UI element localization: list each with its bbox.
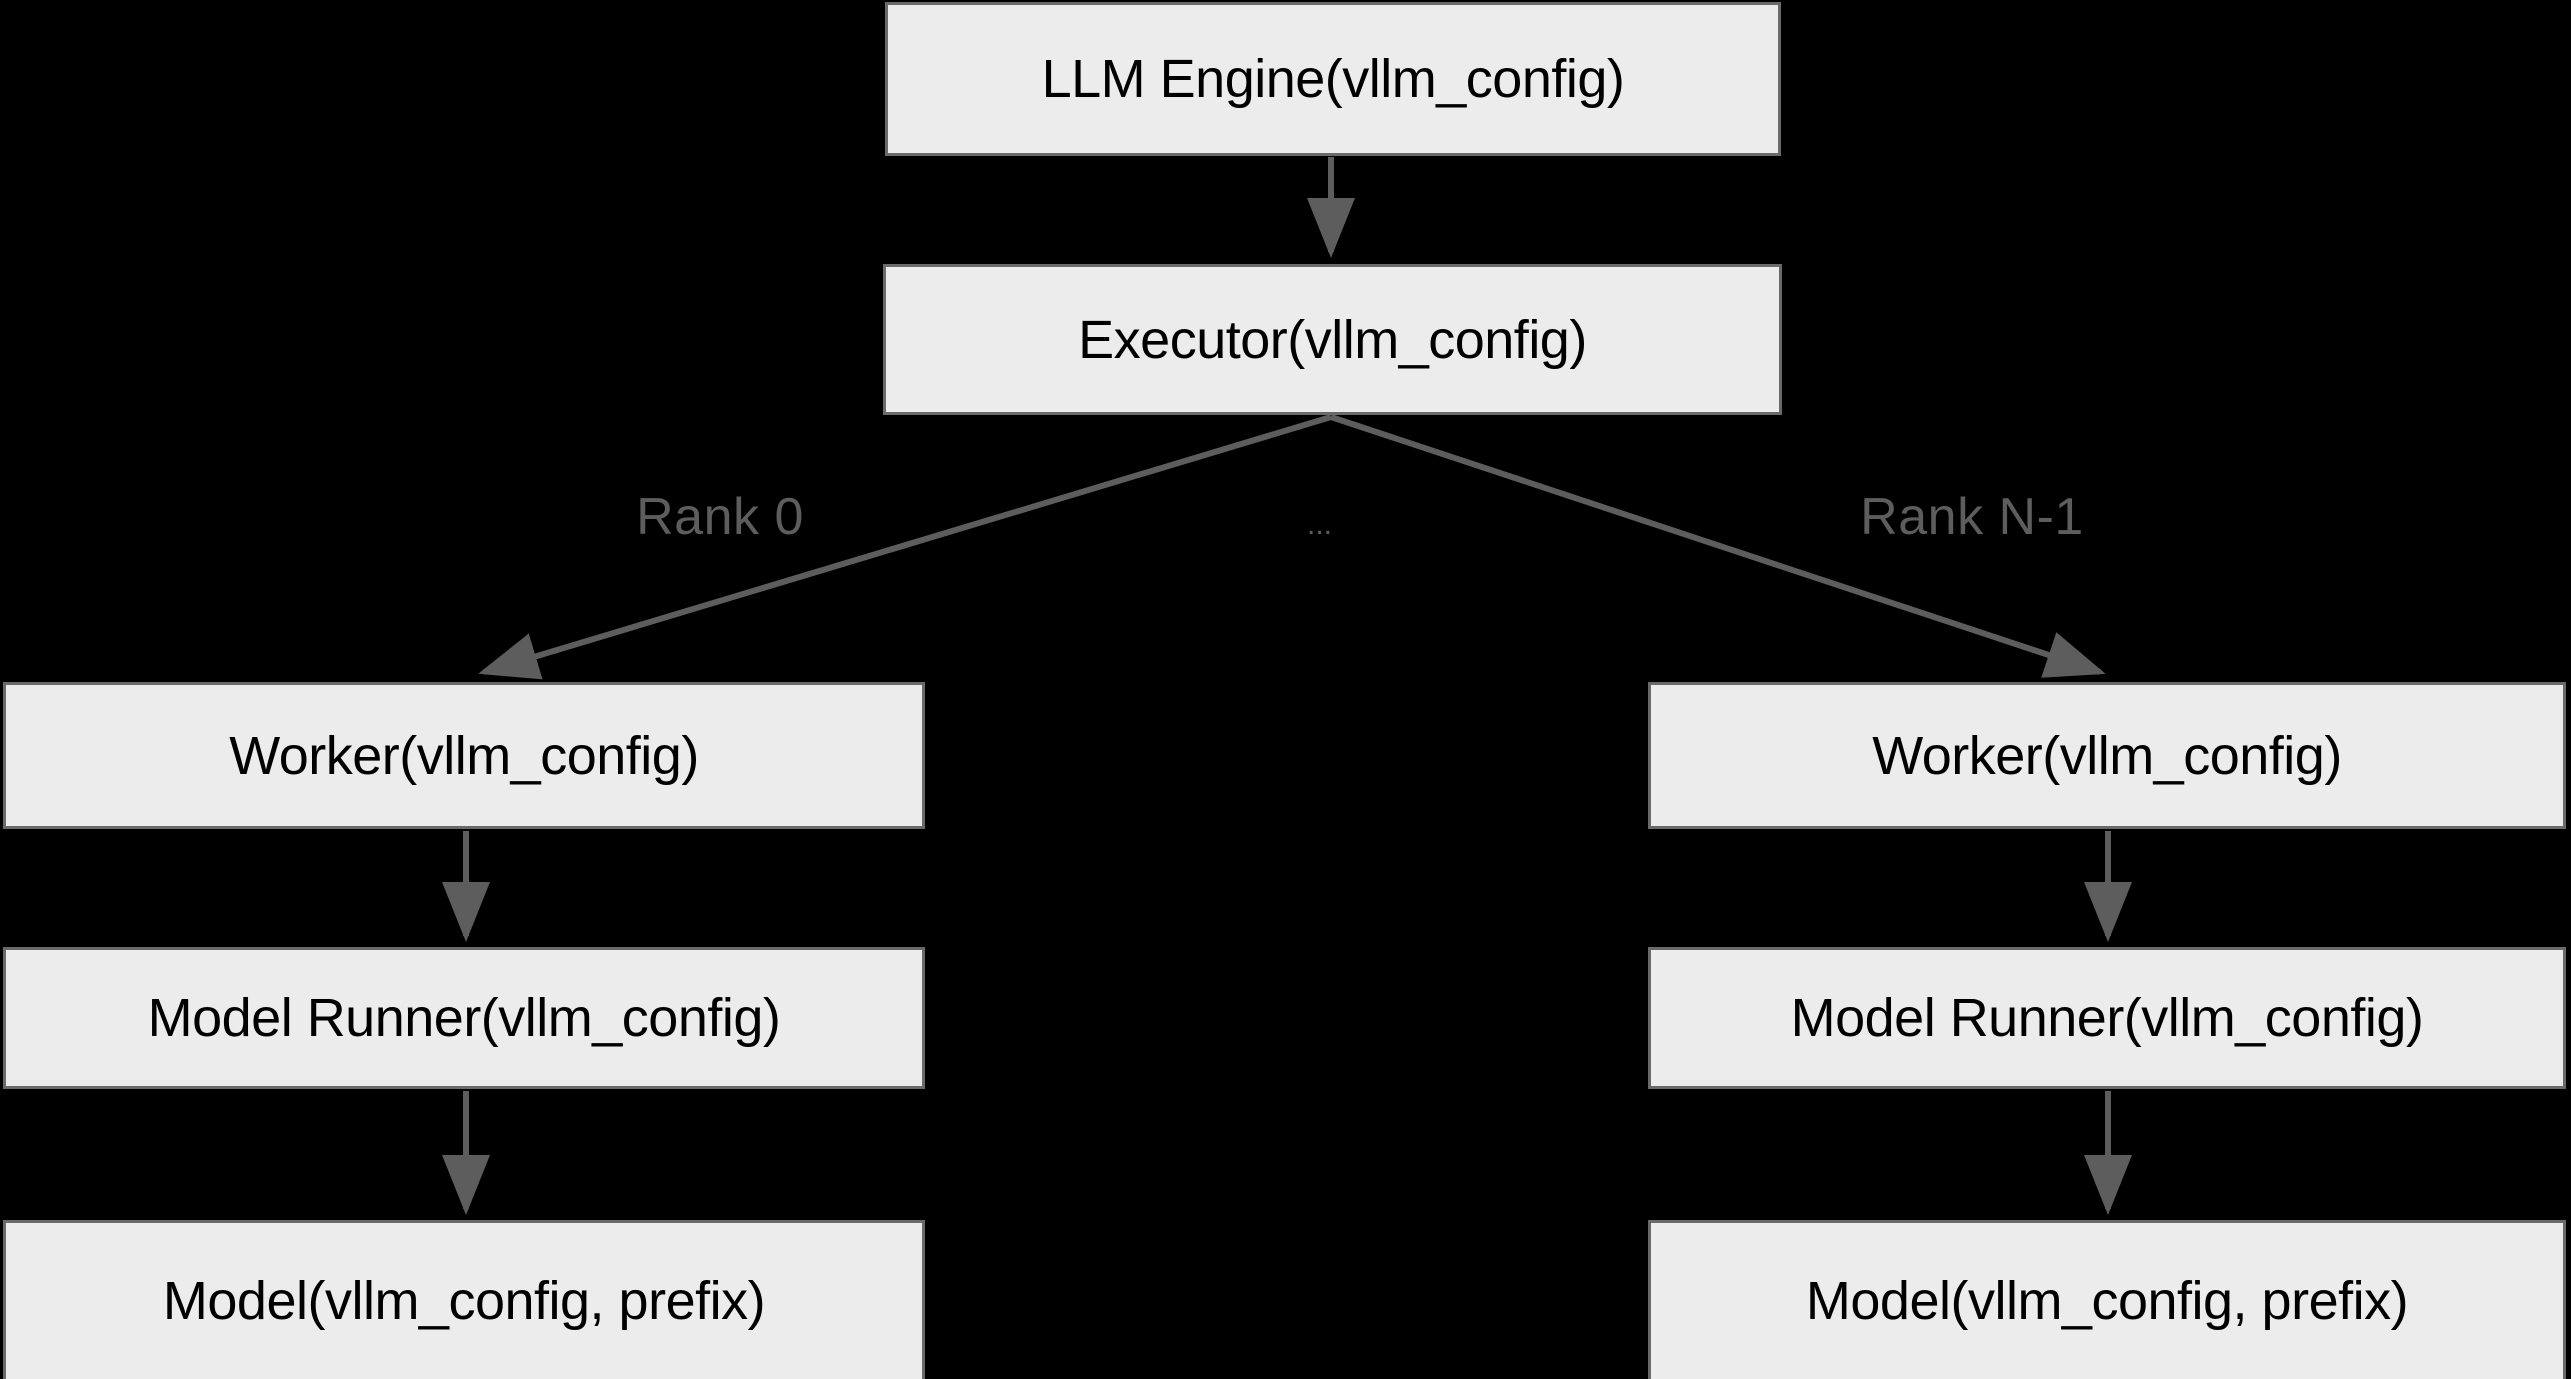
node-model-rankn[interactable]: Model(vllm_config, prefix): [1648, 1220, 2566, 1379]
edge-label-ellipsis: ...: [1307, 508, 1333, 541]
edge-label-rank-0: Rank 0: [636, 488, 804, 546]
node-worker-rankn[interactable]: Worker(vllm_config): [1648, 682, 2566, 829]
node-executor[interactable]: Executor(vllm_config): [883, 264, 1782, 415]
node-worker-rank0[interactable]: Worker(vllm_config): [3, 682, 925, 829]
node-model-runner-rankn[interactable]: Model Runner(vllm_config): [1648, 947, 2566, 1089]
edge-label-rank-n-minus-1: Rank N-1: [1860, 488, 2084, 546]
node-llm-engine[interactable]: LLM Engine(vllm_config): [885, 2, 1781, 156]
node-model-runner-rank0[interactable]: Model Runner(vllm_config): [3, 947, 925, 1089]
node-model-rank0[interactable]: Model(vllm_config, prefix): [3, 1220, 925, 1379]
